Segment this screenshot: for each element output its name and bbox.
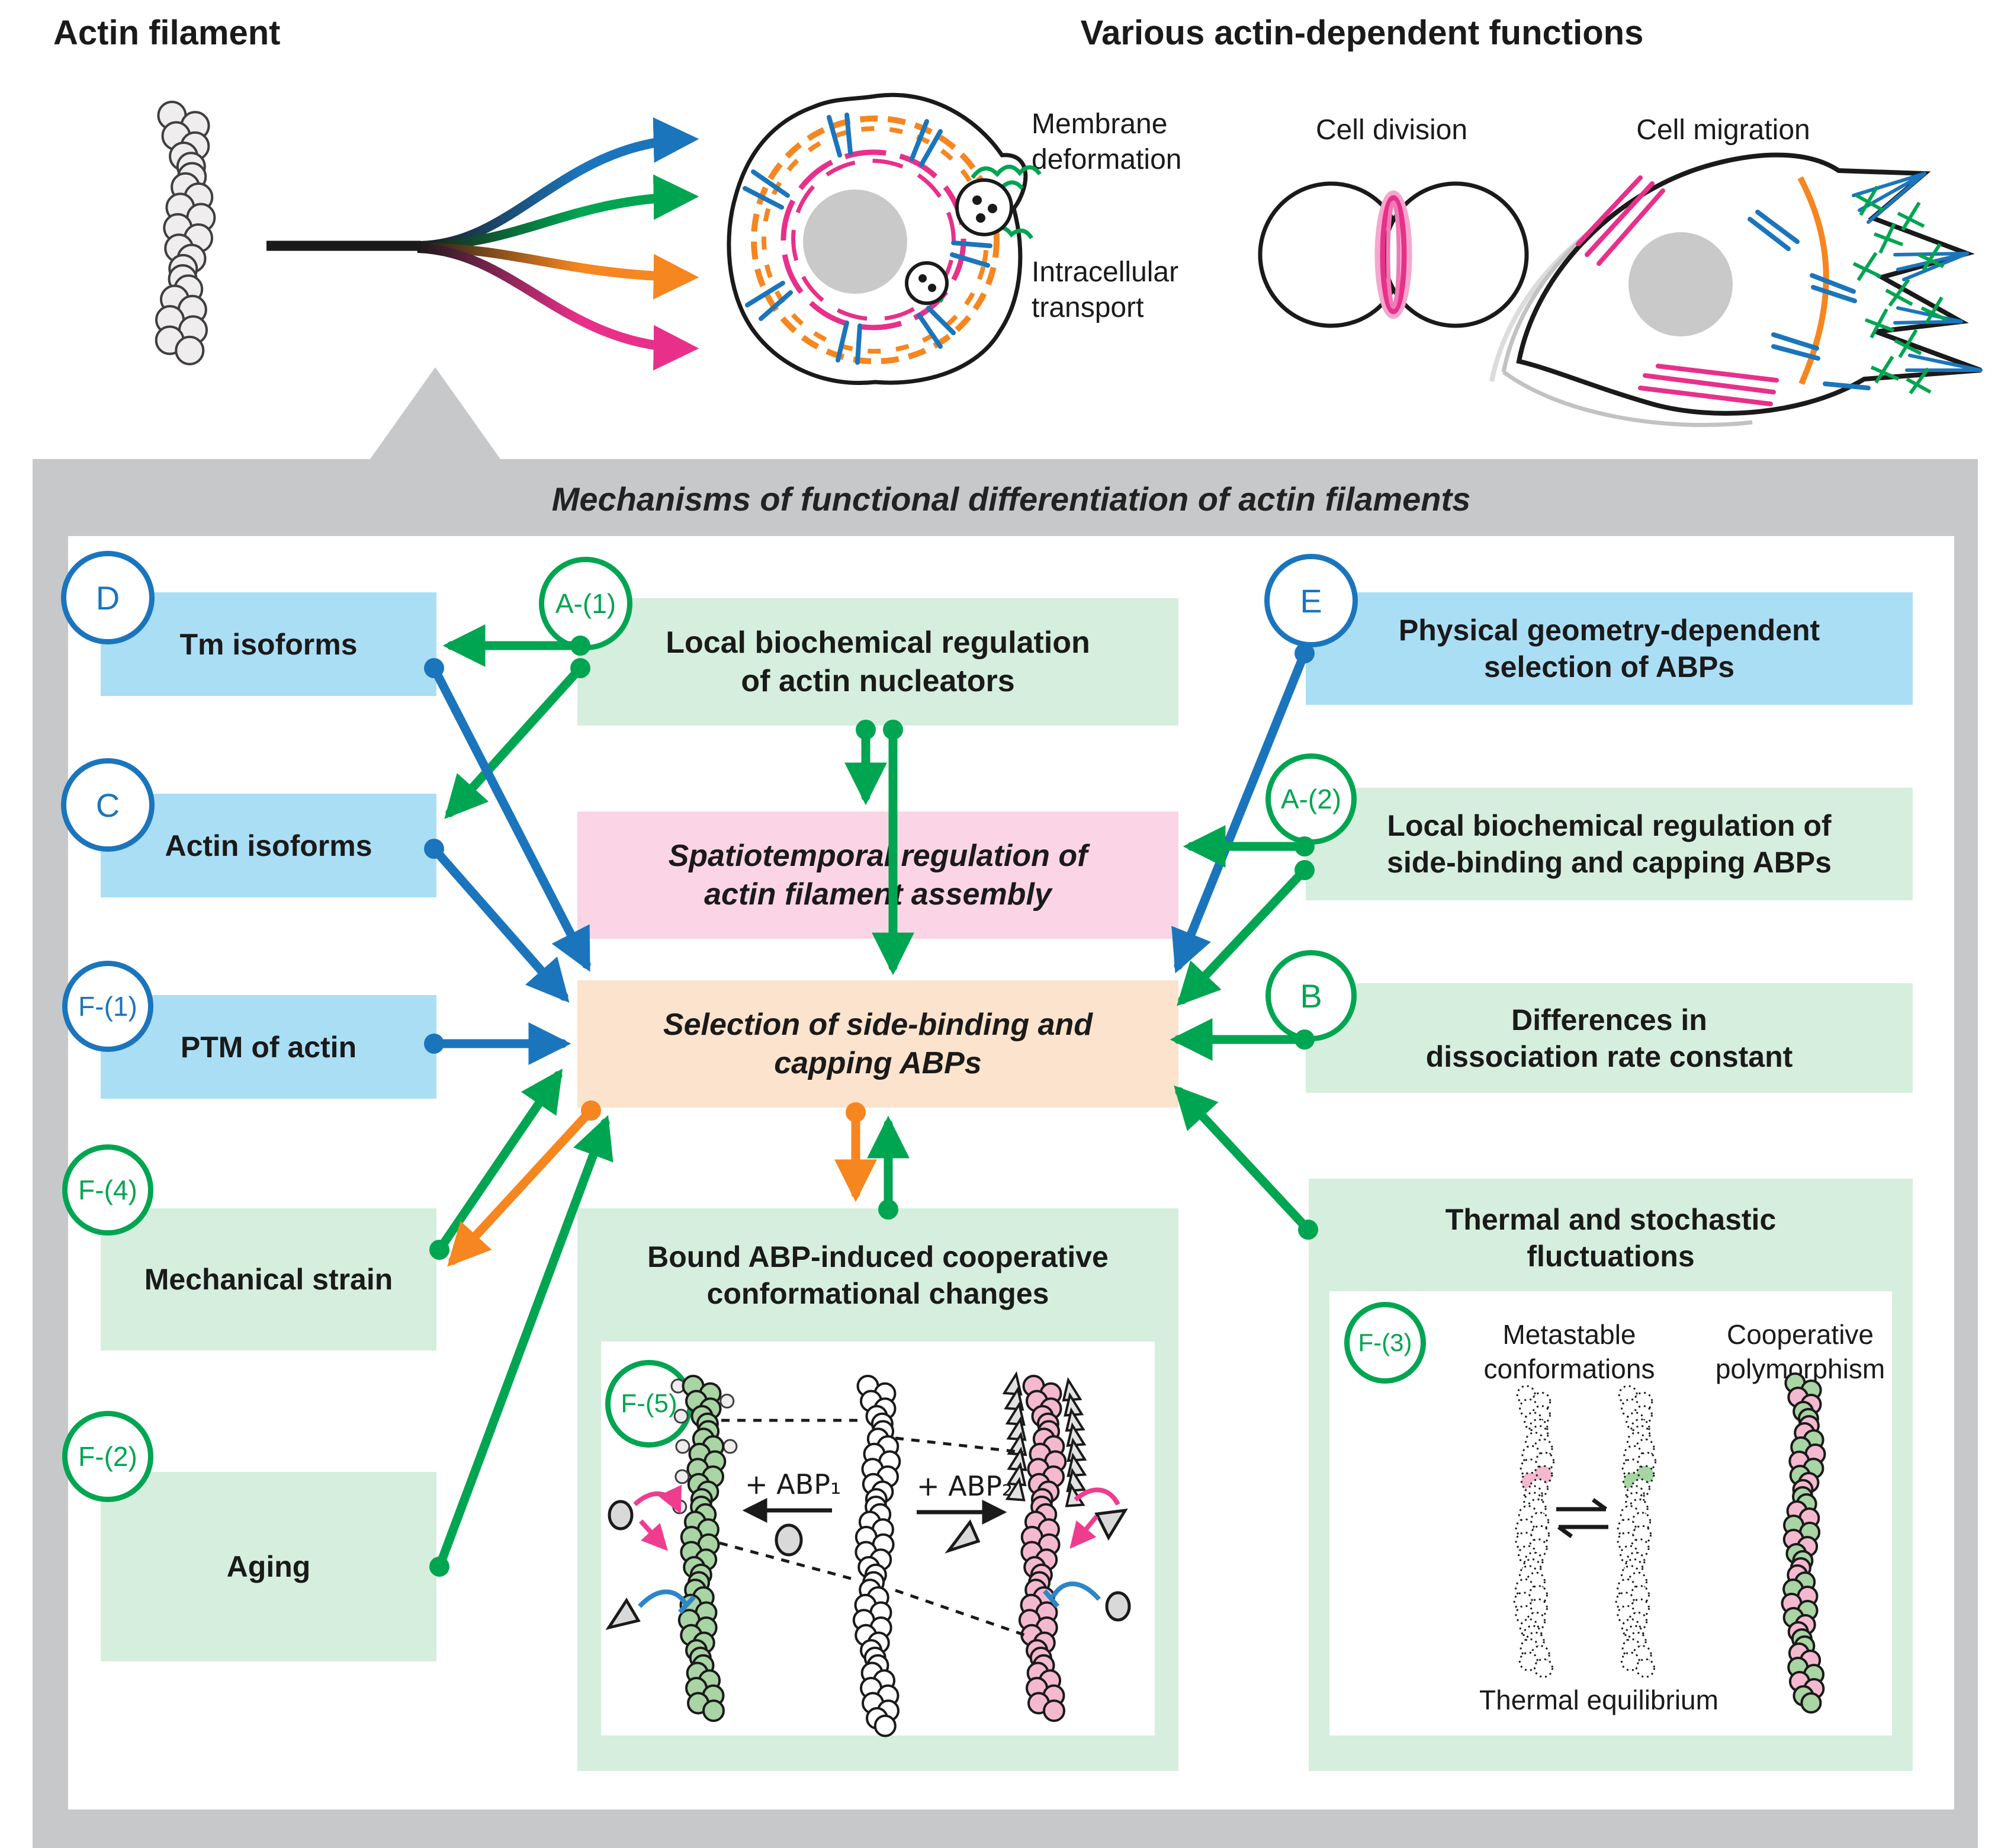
- arrow-a2-to-selection: [1177, 865, 1309, 1006]
- circle-f2: F-(2): [62, 1411, 153, 1502]
- f5-panel-graphics: [605, 1371, 1131, 1737]
- box-local-biochem-abps-label: Local biochemical regulation of side-bin…: [1387, 809, 1832, 879]
- migration-spindles: [1748, 210, 1871, 390]
- cell-migration-label: Cell migration: [1636, 114, 1810, 146]
- mechanism-arrows: [424, 624, 1318, 1577]
- arrow-aging-to-selection: [435, 1115, 613, 1571]
- thermal-equilibrium-label: Thermal equilibrium: [1479, 1685, 1718, 1715]
- pink-binding-arrow-left: [633, 1484, 682, 1514]
- functions-title: Various actin-dependent functions: [1080, 14, 1644, 52]
- box-mechanical-strain-label: Mechanical strain: [144, 1263, 393, 1296]
- gray-up-arrow-icon: [370, 367, 500, 498]
- box-actin-isoforms-label: Actin isoforms: [165, 829, 372, 862]
- circle-f1: F-(1): [62, 961, 153, 1052]
- bound-abp-title-text: Bound ABP-induced cooperative conformati…: [647, 1240, 1109, 1310]
- equilibrium-arrows-icon: [1556, 1498, 1608, 1538]
- mechanisms-banner-title: Mechanisms of functional differentiation…: [551, 480, 1471, 518]
- box-ptm-of-actin: PTM of actin: [101, 995, 436, 1099]
- circle-e: E: [1264, 554, 1358, 647]
- actin-filament-illustration: [155, 101, 216, 365]
- box-spatiotemporal-label: Spatiotemporal regulation of actin filam…: [668, 839, 1088, 912]
- circle-f3: F-(3): [1344, 1302, 1426, 1384]
- thermal-title-text: Thermal and stochastic fluctuations: [1445, 1203, 1777, 1273]
- box-aging-label: Aging: [226, 1550, 311, 1583]
- actin-filament-title: Actin filament: [53, 14, 281, 52]
- blue-blocked-arrow-left: [638, 1589, 688, 1608]
- box-local-biochem-abps: Local biochemical regulation of side-bin…: [1306, 788, 1913, 900]
- cell-division-illustration: [1258, 181, 1529, 328]
- box-selection-label: Selection of side-binding and capping AB…: [663, 1008, 1093, 1080]
- box-ptm-of-actin-label: PTM of actin: [180, 1030, 357, 1064]
- circle-f5: F-(5): [605, 1360, 693, 1448]
- arrow-selection-to-strain: [447, 1106, 596, 1267]
- circle-f4: F-(4): [62, 1144, 153, 1236]
- box-nucleators-label: Local biochemical regulation of actin nu…: [666, 625, 1090, 698]
- arrow-tm-to-selection: [429, 663, 591, 972]
- box-tm-isoforms: Tm isoforms: [101, 592, 436, 696]
- abp2-triangle-symbol: [945, 1519, 981, 1554]
- abp1-circle-symbol: [775, 1523, 803, 1557]
- box-actin-isoforms: Actin isoforms: [101, 794, 436, 897]
- migration-stress-fibers: [1576, 175, 1779, 406]
- box-bound-abp-title: Bound ABP-induced cooperative conformati…: [577, 1220, 1178, 1330]
- metastable-label: Metastable conformations: [1483, 1319, 1655, 1384]
- abp2-label: + ABP₂: [917, 1470, 1013, 1502]
- box-physical-geometry-label: Physical geometry-dependent selection of…: [1398, 614, 1820, 684]
- cell-migration-illustration: [1489, 152, 1983, 427]
- circle-c: C: [61, 758, 155, 852]
- box-nucleators: Local biochemical regulation of actin nu…: [577, 598, 1178, 726]
- membrane-deformation-label: Membrane deformation: [1032, 108, 1182, 175]
- f3-panel-graphics: [1513, 1372, 1826, 1714]
- migration-green-mesh: [1852, 185, 1948, 394]
- membrane-deformation-cell: [727, 92, 1042, 385]
- box-physical-geometry: Physical geometry-dependent selection of…: [1306, 592, 1913, 705]
- filament-branch-arrows: [266, 117, 699, 371]
- circle-d: D: [61, 551, 155, 644]
- arrow-thermal-to-selection: [1174, 1085, 1313, 1234]
- blue-blocked-arrow-right: [1051, 1581, 1101, 1601]
- arrow-strain-to-selection: [435, 1069, 563, 1255]
- arrow-a1-to-actin: [444, 663, 585, 819]
- box-tm-isoforms-label: Tm isoforms: [179, 627, 358, 661]
- box-dissociation: Differences in dissociation rate constan…: [1306, 983, 1913, 1093]
- dashed-links: [719, 1419, 1028, 1638]
- arrow-e-to-selection: [1171, 649, 1309, 974]
- box-thermal-title: Thermal and stochastic fluctuations: [1309, 1191, 1913, 1285]
- pink-binding-arrow-right: [1074, 1487, 1120, 1506]
- box-mechanical-strain: Mechanical strain: [101, 1208, 436, 1350]
- arrow-actin-to-selection: [429, 844, 570, 1003]
- circle-a2: A-(2): [1265, 753, 1357, 845]
- box-aging: Aging: [101, 1472, 436, 1661]
- cooperative-label: Cooperative polymorphism: [1715, 1319, 1885, 1384]
- box-dissociation-label: Differences in dissociation rate constan…: [1425, 1003, 1793, 1073]
- spindle-lines: [743, 113, 992, 365]
- abp1-label: + ABP₁: [745, 1468, 841, 1500]
- intracellular-transport-label: Intracellular transport: [1032, 256, 1179, 323]
- box-spatiotemporal: Spatiotemporal regulation of actin filam…: [577, 811, 1178, 939]
- cell-division-label: Cell division: [1315, 114, 1468, 146]
- box-selection: Selection of side-binding and capping AB…: [577, 980, 1178, 1108]
